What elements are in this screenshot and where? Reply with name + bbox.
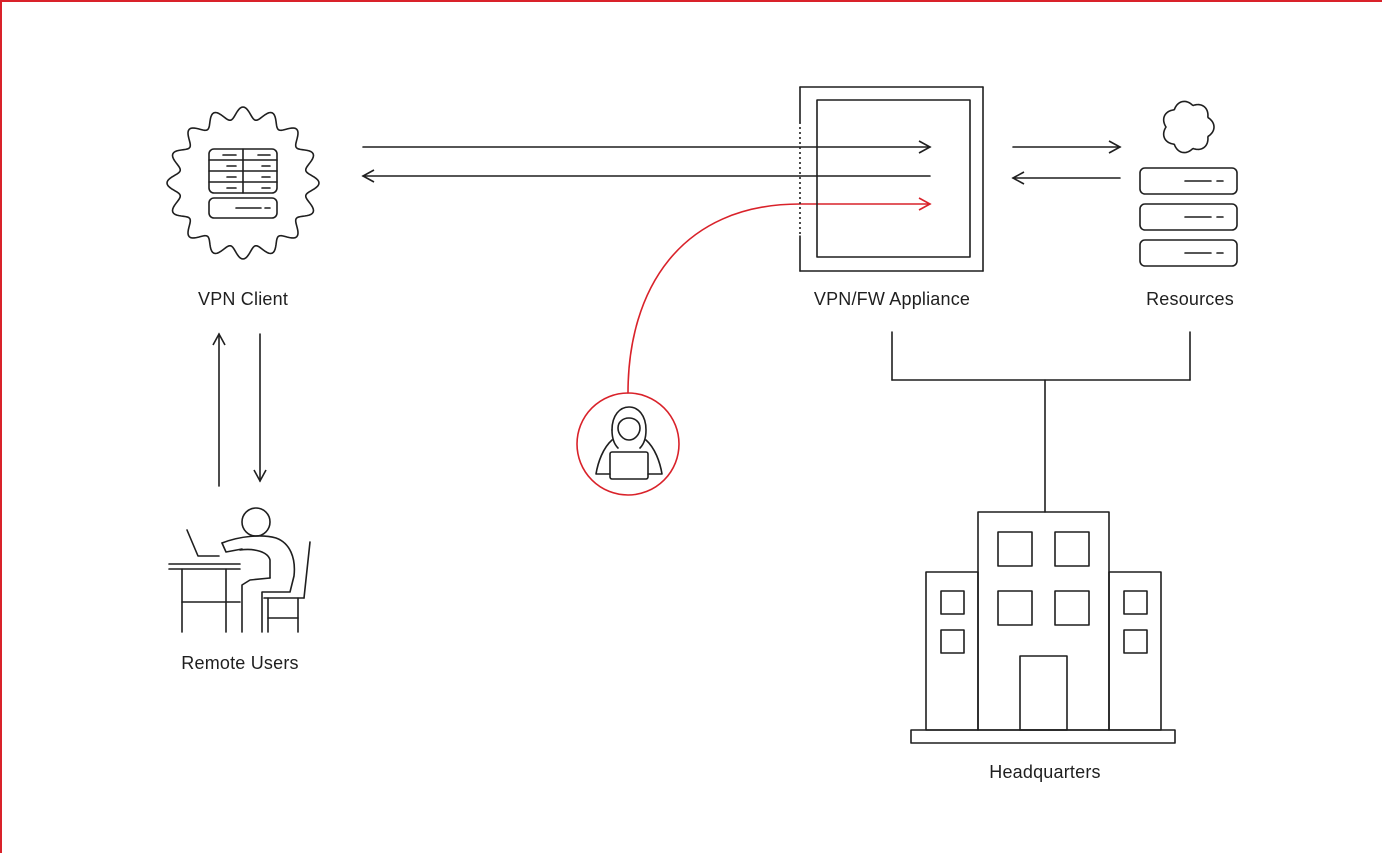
- hooded-hacker-icon: [576, 392, 680, 496]
- tunnel-arrows: [361, 140, 932, 183]
- remote-users-label: Remote Users: [181, 653, 299, 673]
- resources-label: Resources: [1146, 289, 1234, 309]
- office-building-icon: [910, 511, 1176, 744]
- headquarters-label: Headquarters: [989, 762, 1101, 782]
- attacker-path-arrow: [627, 197, 932, 394]
- headquarters-connector: [891, 331, 1191, 513]
- user-arrows: [212, 332, 267, 487]
- person-at-desk-icon: [168, 507, 311, 633]
- vpn-client-label: VPN Client: [197, 289, 289, 309]
- appliance-box-icon: [799, 86, 984, 272]
- resource-arrows: [1011, 140, 1122, 185]
- cloud-server-stack-icon: [1139, 100, 1238, 267]
- gear-server-icon: [166, 106, 320, 260]
- appliance-label: VPN/FW Appliance: [813, 289, 971, 309]
